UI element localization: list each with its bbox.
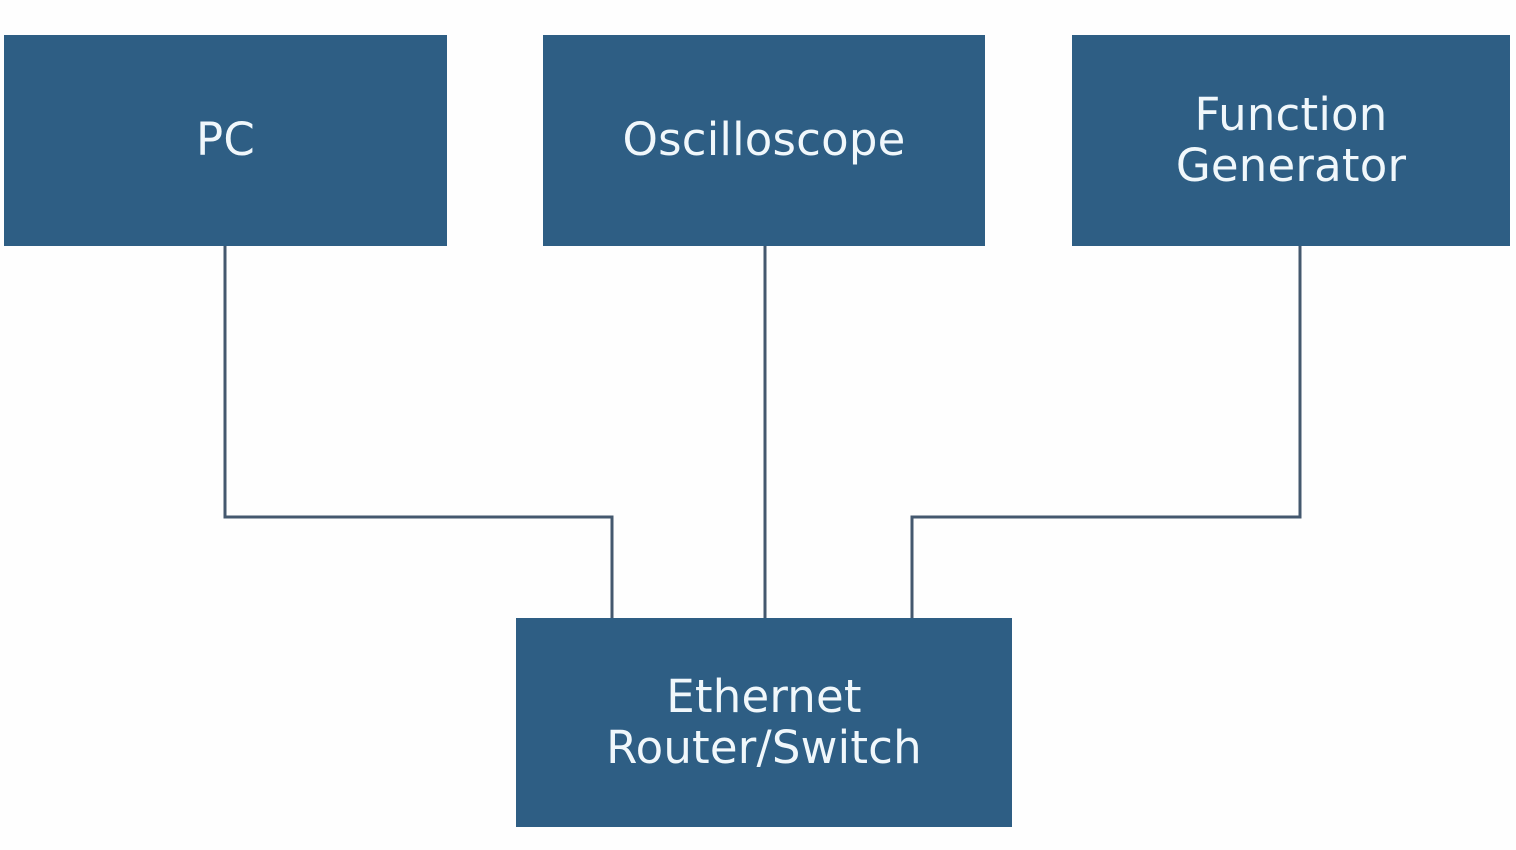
connector-pc-to-router <box>223 245 614 620</box>
node-pc-label: PC <box>196 113 255 167</box>
node-pc[interactable]: PC <box>4 35 447 246</box>
node-function-generator[interactable]: Function Generator <box>1072 35 1510 246</box>
connector-function-generator-to-router <box>910 245 1302 620</box>
node-ethernet-router-switch[interactable]: Ethernet Router/Switch <box>516 618 1012 827</box>
node-oscilloscope-label: Oscilloscope <box>622 113 906 167</box>
node-oscilloscope[interactable]: Oscilloscope <box>543 35 985 246</box>
node-function-generator-label: Function Generator <box>1175 88 1407 192</box>
node-ethernet-router-switch-label: Ethernet Router/Switch <box>606 670 922 774</box>
